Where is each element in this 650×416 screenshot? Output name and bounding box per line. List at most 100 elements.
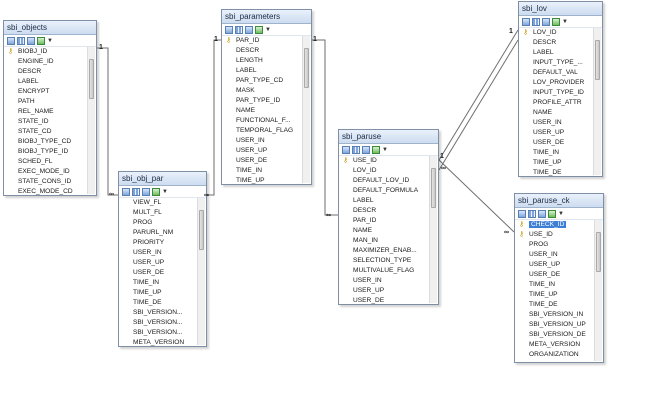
table-scrollbar[interactable] <box>594 220 602 361</box>
field-row[interactable]: SBI_VERSION_IN <box>518 310 594 320</box>
field-row[interactable]: PAR_TYPE_CD <box>225 76 302 86</box>
field-row[interactable]: DESCR <box>342 206 429 216</box>
field-row[interactable]: DESCR <box>7 67 87 77</box>
field-row[interactable]: NAME <box>225 106 302 116</box>
table-view-icon[interactable] <box>7 36 15 45</box>
relationship-line[interactable] <box>438 39 519 171</box>
field-row[interactable]: LOV_PROVIDER <box>522 78 593 88</box>
relationship-line[interactable] <box>312 39 338 216</box>
table-title[interactable]: sbi_lov <box>519 2 602 16</box>
table-scrollbar[interactable] <box>593 28 601 175</box>
field-row[interactable]: SELECTION_TYPE <box>342 256 429 266</box>
field-row[interactable]: VIEW_FL <box>122 198 197 208</box>
field-row[interactable]: MULT_FL <box>122 208 197 218</box>
table-scrollbar[interactable] <box>87 47 95 194</box>
scroll-thumb[interactable] <box>199 210 204 250</box>
grid-view-icon[interactable] <box>17 36 25 45</box>
field-row[interactable]: ⚷BIOBJ_ID <box>7 47 87 57</box>
field-row[interactable]: SBI_VERSION_DE <box>518 330 594 340</box>
scroll-thumb[interactable] <box>304 48 309 88</box>
field-row[interactable]: TIME_IN <box>518 280 594 290</box>
field-row[interactable]: NAME <box>522 108 593 118</box>
table-view-icon[interactable] <box>518 209 526 218</box>
field-row[interactable]: BIOBJ_TYPE_CD <box>7 137 87 147</box>
field-row[interactable]: LABEL <box>225 66 302 76</box>
refresh-icon[interactable] <box>255 25 263 34</box>
relationship-line[interactable] <box>207 39 221 196</box>
scroll-thumb[interactable] <box>89 59 94 99</box>
grid-view-icon[interactable] <box>235 25 243 34</box>
columns-icon[interactable] <box>542 17 550 26</box>
field-row[interactable]: TIME_DE <box>122 298 197 308</box>
field-row[interactable]: EXEC_MODE_ID <box>7 167 87 177</box>
field-row[interactable]: NAME <box>342 226 429 236</box>
columns-icon[interactable] <box>362 145 370 154</box>
field-row[interactable]: PAR_ID <box>342 216 429 226</box>
field-row[interactable]: LABEL <box>7 77 87 87</box>
field-row[interactable]: LOV_ID <box>342 166 429 176</box>
field-row[interactable]: TIME_UP <box>518 290 594 300</box>
field-row[interactable]: PARURL_NM <box>122 228 197 238</box>
table-view-icon[interactable] <box>122 187 130 196</box>
grid-view-icon[interactable] <box>532 17 540 26</box>
columns-icon[interactable] <box>27 36 35 45</box>
relationship-line[interactable] <box>438 29 519 161</box>
scroll-thumb[interactable] <box>596 232 601 272</box>
columns-icon[interactable] <box>245 25 253 34</box>
field-row[interactable]: USER_UP <box>518 260 594 270</box>
table-title[interactable]: sbi_parameters <box>222 10 311 24</box>
field-row[interactable]: USER_UP <box>522 128 593 138</box>
field-row[interactable]: USER_DE <box>518 270 594 280</box>
field-row[interactable]: INPUT_TYPE_ID <box>522 88 593 98</box>
field-row[interactable]: PATH <box>7 97 87 107</box>
table-view-icon[interactable] <box>342 145 350 154</box>
field-row[interactable]: TIME_IN <box>225 166 302 176</box>
field-row[interactable]: ⚷USE_ID <box>342 156 429 166</box>
field-row[interactable]: USER_UP <box>122 258 197 268</box>
table-title[interactable]: sbi_paruse_ck <box>515 194 603 208</box>
table-view-icon[interactable] <box>225 25 233 34</box>
field-row[interactable]: TIME_IN <box>522 148 593 158</box>
field-row[interactable]: USER_DE <box>522 138 593 148</box>
field-row[interactable]: TIME_UP <box>522 158 593 168</box>
field-row[interactable]: META_VERSION <box>122 338 197 346</box>
field-row[interactable]: TIME_DE <box>522 168 593 176</box>
field-row[interactable]: ⚷USE_ID <box>518 230 594 240</box>
field-row[interactable]: EXEC_MODE_CD <box>7 187 87 195</box>
field-row[interactable]: LENGTH <box>225 56 302 66</box>
field-row[interactable]: DESCR <box>522 38 593 48</box>
field-row[interactable]: TIME_UP <box>225 176 302 184</box>
field-row[interactable]: FUNCTIONAL_F... <box>225 116 302 126</box>
relationship-line[interactable] <box>97 47 118 196</box>
field-row[interactable]: USER_UP <box>225 146 302 156</box>
field-row[interactable]: DESCR <box>225 46 302 56</box>
field-row[interactable]: ⚷PAR_ID <box>225 36 302 46</box>
field-row[interactable]: REL_NAME <box>7 107 87 117</box>
field-row[interactable]: TEMPORAL_FLAG <box>225 126 302 136</box>
field-row[interactable]: TIME_IN <box>122 278 197 288</box>
refresh-icon[interactable] <box>37 36 45 45</box>
table-title[interactable]: sbi_obj_par <box>119 172 206 186</box>
field-row[interactable]: USER_IN <box>122 248 197 258</box>
field-row[interactable]: BIOBJ_TYPE_ID <box>7 147 87 157</box>
field-row[interactable]: INPUT_TYPE_... <box>522 58 593 68</box>
field-row[interactable]: PROG <box>518 240 594 250</box>
field-row[interactable]: META_VERSION <box>518 340 594 350</box>
field-row[interactable]: MAN_IN <box>342 236 429 246</box>
field-row[interactable]: SCHED_FL <box>7 157 87 167</box>
columns-icon[interactable] <box>538 209 546 218</box>
field-row[interactable]: TIME_UP <box>122 288 197 298</box>
table-title[interactable]: sbi_paruse <box>339 130 438 144</box>
scroll-thumb[interactable] <box>595 40 600 80</box>
field-row[interactable]: DEFAULT_FORMULA <box>342 186 429 196</box>
field-row[interactable]: LABEL <box>522 48 593 58</box>
field-row[interactable]: SBI_VERSION_UP <box>518 320 594 330</box>
field-row[interactable]: USER_DE <box>122 268 197 278</box>
field-row[interactable]: USER_DE <box>225 156 302 166</box>
field-row[interactable]: ⚷CHECK_ID <box>518 220 594 230</box>
